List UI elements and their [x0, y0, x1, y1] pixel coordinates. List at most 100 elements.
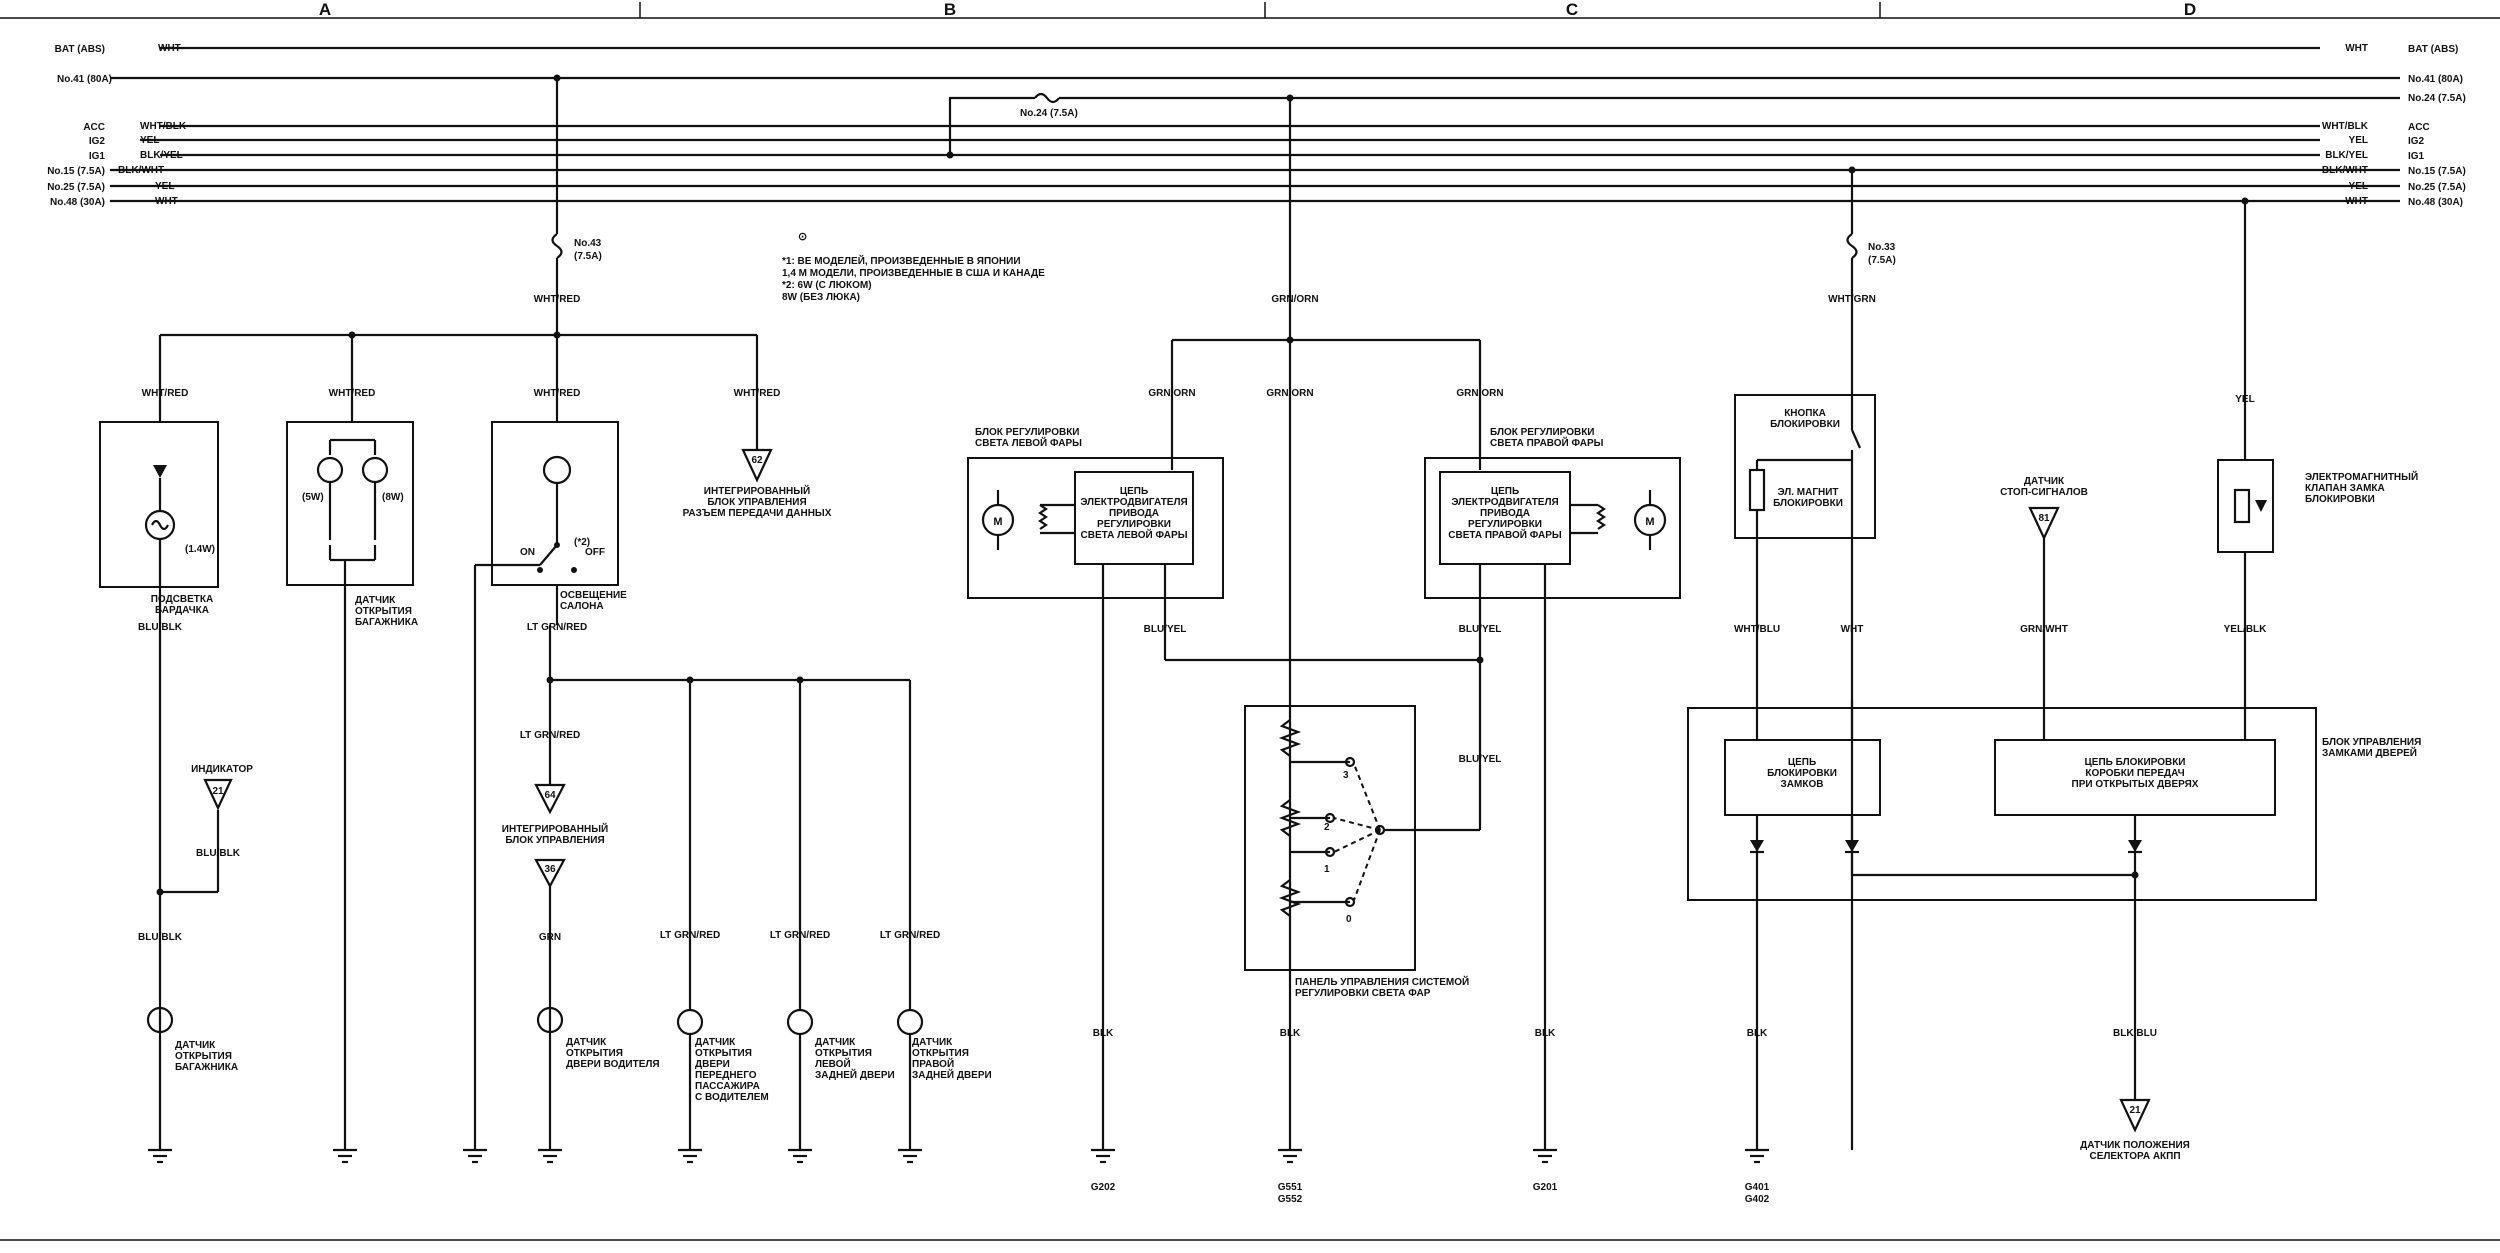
wire-label-lt-grn-red-4: LT GRN/RED: [880, 930, 940, 941]
right-hl-circuit-label-1: ЦЕПЬ: [1491, 486, 1519, 497]
wire-label-blk-blu: BLK/BLU: [2113, 1028, 2157, 1039]
icu-connector-label-1: ИНТЕГРИРОВАННЫЙ: [704, 484, 810, 497]
fuse-no24-label: No.24 (7.5A): [1020, 108, 1078, 119]
interior-bulb-icon: [542, 455, 572, 485]
icu-label-1: ИНТЕГРИРОВАННЫЙ: [502, 822, 608, 835]
brake-sensor-label-2: СТОП-СИГНАЛОВ: [2000, 487, 2088, 498]
wire-label-blk-right: BLK: [1535, 1028, 1556, 1039]
driver-door-label-1: ДАТЧИК: [566, 1037, 607, 1048]
bus-color-ig1: BLK/YEL: [140, 150, 183, 161]
note-mark: ⊙: [798, 231, 807, 243]
bus-label-no25: No.25 (7.5A): [47, 182, 105, 193]
indicator-connector-number: 21: [212, 786, 224, 797]
ground-label-g202: G202: [1091, 1182, 1116, 1193]
icu-connector-64-number: 64: [544, 790, 556, 801]
icu-connector-36-number: 36: [544, 864, 556, 875]
front-pass-label-1: ДАТЧИК: [695, 1037, 736, 1048]
bus-label-no48: No.48 (30A): [50, 197, 105, 208]
ground-icon-a3: [463, 1148, 487, 1164]
trunk-switch-label-1: ДАТЧИК: [355, 595, 396, 606]
icu-connector-icon: [741, 448, 773, 483]
icu-connector-number: 62: [751, 455, 763, 466]
bus-color-right-ig1: BLK/YEL: [2325, 150, 2368, 161]
lock-circuit-label-2: БЛОКИРОВКИ: [1767, 768, 1837, 779]
left-motor-label: M: [993, 516, 1002, 528]
lock-circuit-label-1: ЦЕПЬ: [1788, 757, 1816, 768]
interior-light-box: [491, 421, 619, 586]
wire-label-wht-red-1: WHT/RED: [142, 388, 189, 399]
brake-sensor-connector-icon: [2028, 506, 2060, 541]
shift-lock-label-3: ПРИ ОТКРЫТЫХ ДВЕРЯХ: [2072, 779, 2199, 790]
left-hl-circuit-label-1: ЦЕПЬ: [1120, 486, 1148, 497]
rear-right-label-4: ЗАДНЕЙ ДВЕРИ: [912, 1068, 992, 1081]
wire-label-wht: WHT: [1841, 624, 1864, 635]
wire-label-blu-blk-3: BLU/BLK: [138, 932, 183, 943]
left-hl-circuit-label-2: ЭЛЕКТРОДВИГАТЕЛЯ: [1080, 497, 1187, 508]
right-hl-circuit-box: [1439, 471, 1571, 565]
door-lock-unit-box: [1687, 707, 2317, 901]
bus-label-acc: ACC: [83, 122, 105, 133]
wire-label-grn-orn-left: GRN/ORN: [1148, 388, 1195, 399]
right-motor-label: M: [1645, 516, 1654, 528]
ground-icon-a7: [898, 1148, 922, 1164]
shift-lock-label-2: КОРОБКИ ПЕРЕДАЧ: [2085, 768, 2184, 779]
trunk-sensor-icon: [146, 1006, 174, 1034]
ground-icon-a2: [333, 1148, 357, 1164]
ground-label-g402: G402: [1745, 1194, 1770, 1205]
bus-label-right-no48: No.48 (30A): [2408, 197, 2463, 208]
wire-label-wht-red-4: WHT/RED: [734, 388, 781, 399]
wire-label-grn-wht: GRN/WHT: [2020, 624, 2068, 635]
fuse-no33-rating: (7.5A): [1868, 255, 1896, 266]
bus-color-right-bat: WHT: [2345, 43, 2368, 54]
right-hl-circuit-label-4: РЕГУЛИРОВКИ: [1468, 519, 1542, 530]
front-pass-label-2: ОТКРЫТИЯ: [695, 1048, 752, 1059]
hl-panel-label-2: РЕГУЛИРОВКИ СВЕТА ФАР: [1295, 988, 1431, 999]
bus-color-acc: WHT/BLK: [140, 121, 187, 132]
trunk-sensor-label-1: ДАТЧИК: [175, 1040, 216, 1051]
trunk-sensor-label-3: БАГАЖНИКА: [175, 1062, 238, 1073]
note-line-3: *2: 6W (С ЛЮКОМ): [782, 280, 872, 291]
ground-icon-g201: [1533, 1148, 1557, 1164]
power-bus: [110, 46, 2400, 203]
lock-solenoid-label-3: БЛОКИРОВКИ: [2305, 494, 2375, 505]
rear-right-label-1: ДАТЧИК: [912, 1037, 953, 1048]
wire-label-grn-orn-center: GRN/ORN: [1266, 388, 1313, 399]
left-hl-circuit-label-5: СВЕТА ЛЕВОЙ ФАРЫ: [1081, 528, 1188, 541]
fuse-no43-rating: (7.5A): [574, 251, 602, 262]
indicator-label: ИНДИКАТОР: [191, 764, 253, 775]
lock-circuit-box: [1724, 739, 1881, 816]
driver-door-label-2: ОТКРЫТИЯ: [566, 1048, 623, 1059]
bus-color-right-no48: WHT: [2345, 196, 2368, 207]
bus-label-no15: No.15 (7.5A): [47, 166, 105, 177]
lock-solenoid-box: [2217, 459, 2274, 553]
right-hl-unit-label-1: БЛОК РЕГУЛИРОВКИ: [1490, 427, 1595, 438]
rear-left-label-3: ЛЕВОЙ: [815, 1057, 851, 1070]
bus-color-bat: WHT: [158, 43, 181, 54]
right-hl-unit-label-2: СВЕТА ПРАВОЙ ФАРЫ: [1490, 436, 1604, 449]
panel-position-2: 2: [1324, 822, 1330, 833]
bus-color-right-no25: YEL: [2349, 181, 2368, 192]
interior-light-power: (*2): [574, 537, 590, 548]
wire-label-blu-yel-left: BLU/YEL: [1144, 624, 1187, 635]
wire-label-lt-grn-red-3: LT GRN/RED: [770, 930, 830, 941]
ground-label-g551: G551: [1278, 1182, 1303, 1193]
bus-label-right-no24: No.24 (7.5A): [2408, 93, 2466, 104]
lock-solenoid-coil-icon: [2233, 488, 2251, 524]
indicator-connector-icon: [203, 778, 233, 811]
lock-solenoid-label-2: КЛАПАН ЗАМКА: [2305, 483, 2385, 494]
bus-label-right-ig2: IG2: [2408, 136, 2425, 147]
trunk-switch-label-3: БАГАЖНИКА: [355, 617, 418, 628]
right-hl-circuit-label-2: ЭЛЕКТРОДВИГАТЕЛЯ: [1451, 497, 1558, 508]
interior-light-label-1: ОСВЕЩЕНИЕ: [560, 590, 627, 601]
trunk-switch-label-2: ОТКРЫТИЯ: [355, 606, 412, 617]
right-headlight-unit-box: [1424, 457, 1681, 599]
ground-icon-g401: [1745, 1148, 1769, 1164]
wire-label-lt-grn-red-main: LT GRN/RED: [527, 622, 587, 633]
bus-color-ig2: YEL: [140, 135, 159, 146]
bus-color-no25: YEL: [155, 181, 174, 192]
wire-label-wht-red-3: WHT/RED: [534, 388, 581, 399]
icu-label-2: БЛОК УПРАВЛЕНИЯ: [505, 835, 604, 846]
wire-label-wht-red-main: WHT/RED: [534, 294, 581, 305]
front-pass-label-3: ДВЕРИ: [695, 1059, 730, 1070]
